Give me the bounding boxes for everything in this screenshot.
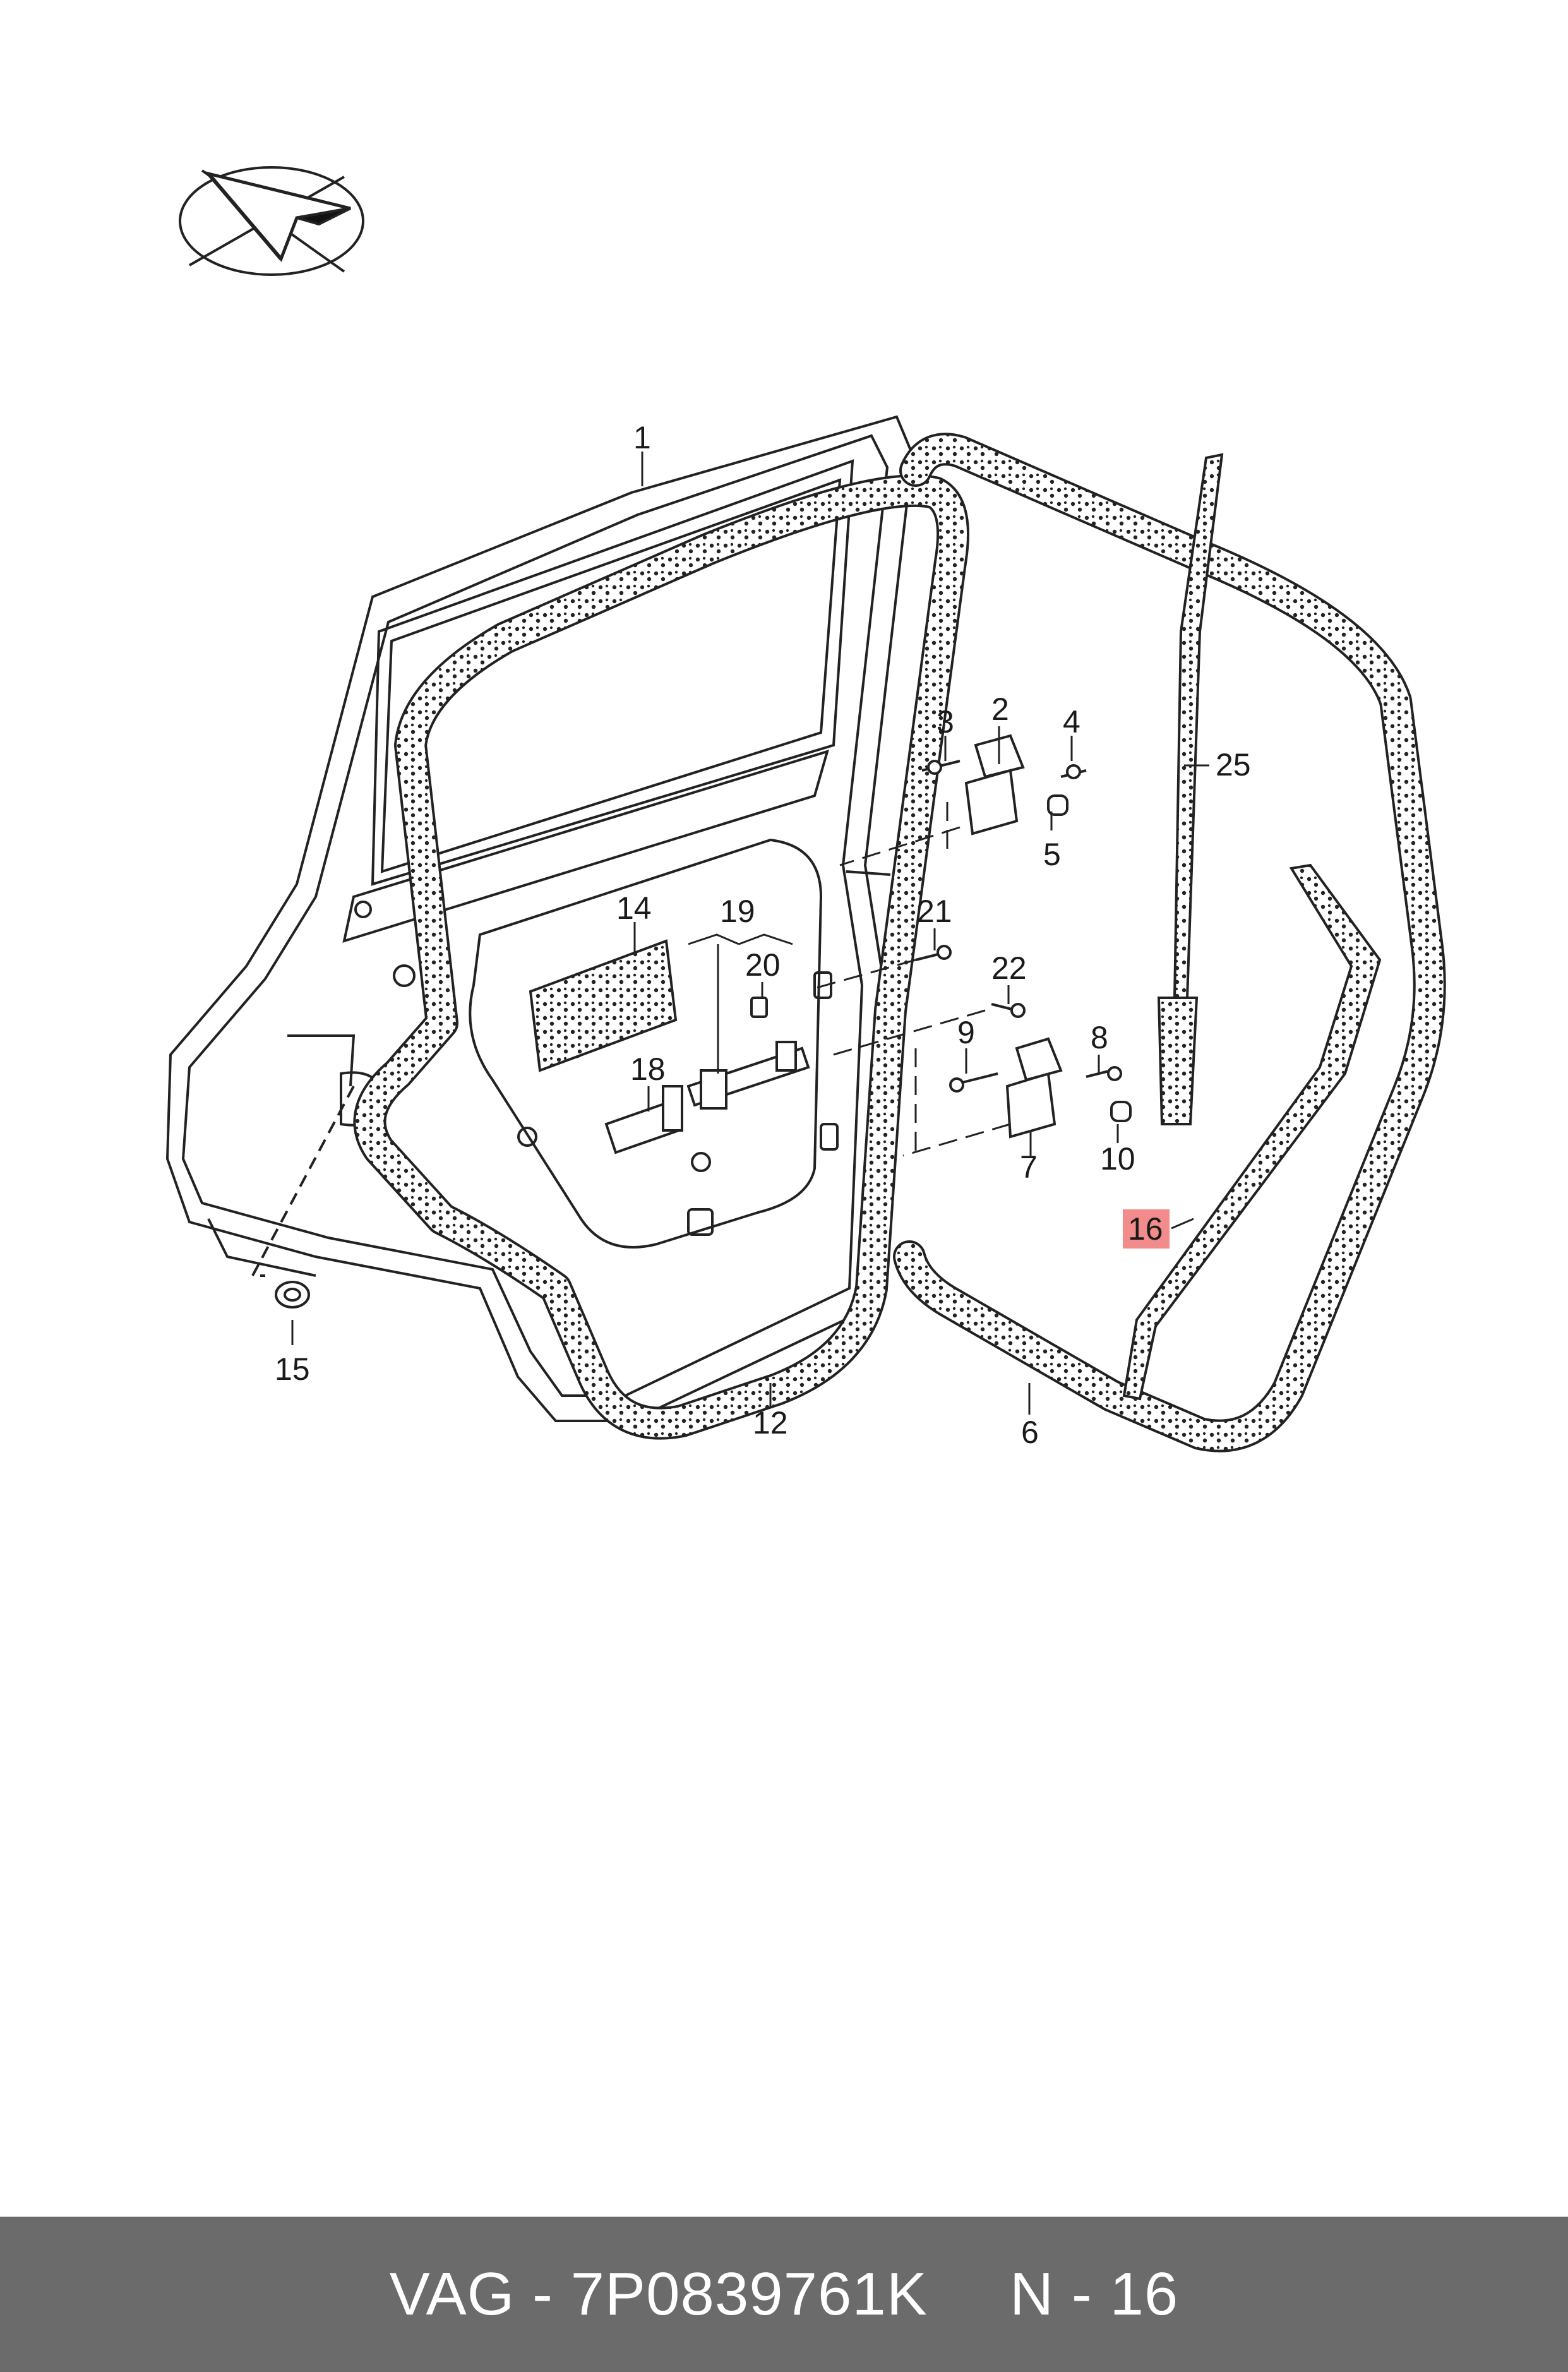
- leader-lines: [291, 452, 1209, 1415]
- callout-2: 2: [991, 692, 1009, 727]
- callout-22: 22: [991, 950, 1027, 986]
- curved-seal-strip: [1122, 863, 1382, 1401]
- callout-1: 1: [633, 420, 651, 455]
- door-check-strap: [604, 997, 810, 1154]
- orientation-symbol-icon: [179, 166, 364, 276]
- diagram-position: N - 16: [1009, 2260, 1179, 2328]
- bolts: [915, 945, 1026, 1018]
- highlight-box-16: [1123, 1209, 1170, 1249]
- callout-25: 25: [1216, 747, 1251, 782]
- callout-labels: 1 2 3 4 5 6 7 8 9 10 12 14 15 16 18 19 2…: [275, 420, 1251, 1450]
- callout-7: 7: [1020, 1149, 1038, 1185]
- seal-strip-end: [1157, 997, 1199, 1125]
- callout-8: 8: [1091, 1020, 1108, 1055]
- part-number: VAG - 7P0839761K: [389, 2260, 928, 2328]
- foam-pad: [529, 939, 678, 1072]
- grommet: [250, 1086, 355, 1309]
- callout-18: 18: [630, 1051, 666, 1087]
- footer-bar: VAG - 7P0839761K N - 16: [0, 2217, 1568, 2372]
- callout-16: 16: [1128, 1211, 1163, 1247]
- callout-9: 9: [957, 1015, 975, 1050]
- callout-10: 10: [1100, 1141, 1135, 1177]
- callout-14: 14: [616, 890, 652, 926]
- callout-20: 20: [745, 947, 781, 983]
- callout-3: 3: [937, 704, 954, 740]
- callout-6: 6: [1021, 1415, 1039, 1450]
- callout-12: 12: [753, 1405, 788, 1441]
- alignment-lines: [814, 802, 1011, 1157]
- inner-door-seal-fill: [356, 476, 967, 1437]
- callout-5: 5: [1043, 837, 1061, 872]
- callout-19: 19: [720, 894, 755, 929]
- door-shell: [165, 415, 914, 1422]
- callout-21: 21: [917, 894, 952, 929]
- door-parts-diagram: 1 2 3 4 5 6 7 8 9 10 12 14 15 16 18 19 2…: [165, 166, 1446, 1453]
- callout-4: 4: [1063, 704, 1080, 740]
- callout-15: 15: [275, 1351, 310, 1387]
- lower-hinge: [949, 1037, 1132, 1139]
